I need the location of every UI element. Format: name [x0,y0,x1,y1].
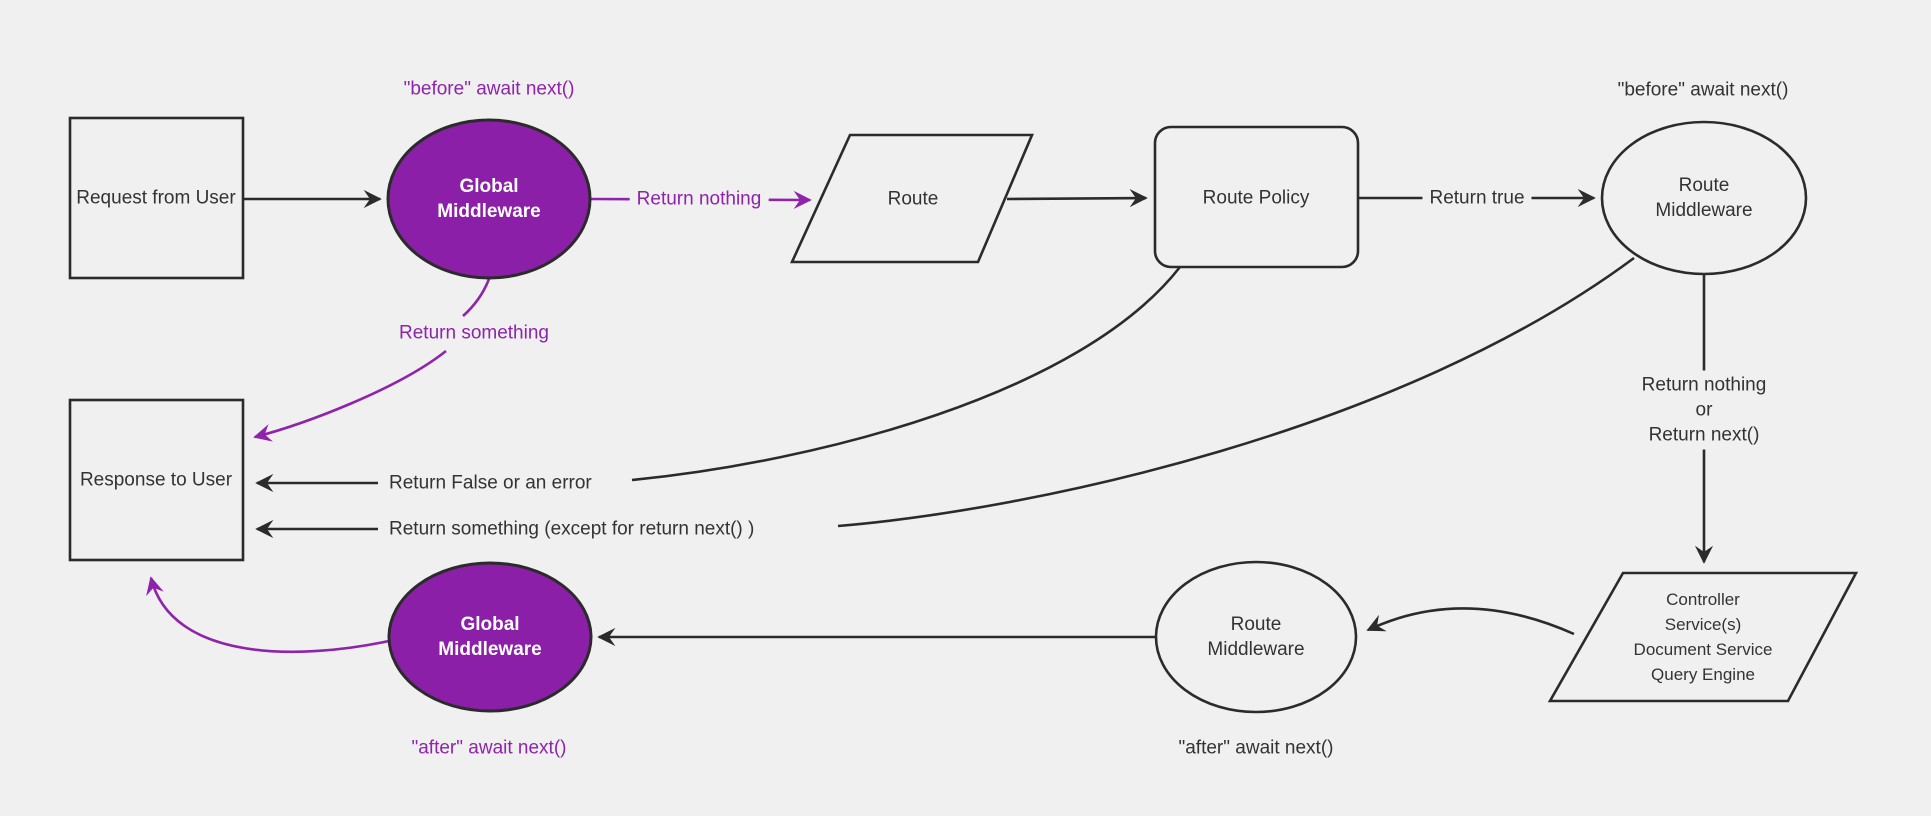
after-await-next-global-label: "after" await next() [411,737,567,759]
global-middleware-top-node-label: Global Middleware [437,176,541,222]
return-something-label: Return something [392,318,556,348]
route-middleware-top-node-label: Route Middleware [1655,175,1753,221]
node-route-policy-box [1153,125,1360,269]
edge-route-middleware-to-return-something-except-label [837,256,1635,528]
node-controller-parallelogram [1547,571,1859,703]
return-false-or-error-label: Return False or an error [382,468,599,498]
node-global-middleware-top-ellipse [386,118,592,280]
return-nothing-label: Return nothing [629,184,769,214]
controller-line-4: Query Engine [1651,665,1755,684]
edge-global-middleware-return-something-upper [462,278,491,317]
route-node-label: Route [887,188,939,210]
node-response-box [68,398,245,562]
global-middleware-bottom-node-label: Global Middleware [438,614,542,660]
edge-route-policy-to-return-false-label [631,266,1182,482]
route-policy-node-label: Route Policy [1202,187,1310,209]
node-route-parallelogram [789,133,1034,264]
request-node-label: Request from User [76,187,236,209]
controller-line-3: Document Service [1633,640,1773,659]
edge-route-to-route-policy [1006,189,1148,208]
node-route-middleware-bottom-ellipse [1154,560,1358,714]
edge-global-middleware-bottom-to-response [146,576,390,654]
return-nothing-or-next-line-2: or [1695,399,1713,421]
return-something-except-label: Return something (except for return next… [382,514,762,544]
before-await-next-route-label: "before" await next() [1617,79,1789,101]
return-nothing-or-next-line-3: Return next() [1648,424,1760,446]
node-route-middleware-top-ellipse [1600,120,1808,276]
edge-controller-to-route-middleware-bottom [1366,607,1575,636]
return-nothing-or-next-label: Return nothing or Return next() [1634,370,1774,450]
route-middleware-bottom-node-label: Route Middleware [1207,614,1305,660]
controller-line-1: Controller [1666,590,1740,609]
edge-return-something-to-response [253,349,447,442]
before-await-next-global-label: "before" await next() [403,78,575,100]
response-node-label: Response to User [79,469,233,491]
controller-node-label: Controller Service(s) Document Service Q… [1634,587,1773,687]
node-request-box [68,116,245,280]
return-nothing-or-next-line-1: Return nothing [1641,374,1767,396]
node-global-middleware-bottom-ellipse [387,561,593,713]
after-await-next-route-label: "after" await next() [1178,737,1334,759]
return-true-label: Return true [1422,183,1532,213]
controller-line-2: Service(s) [1664,615,1742,634]
